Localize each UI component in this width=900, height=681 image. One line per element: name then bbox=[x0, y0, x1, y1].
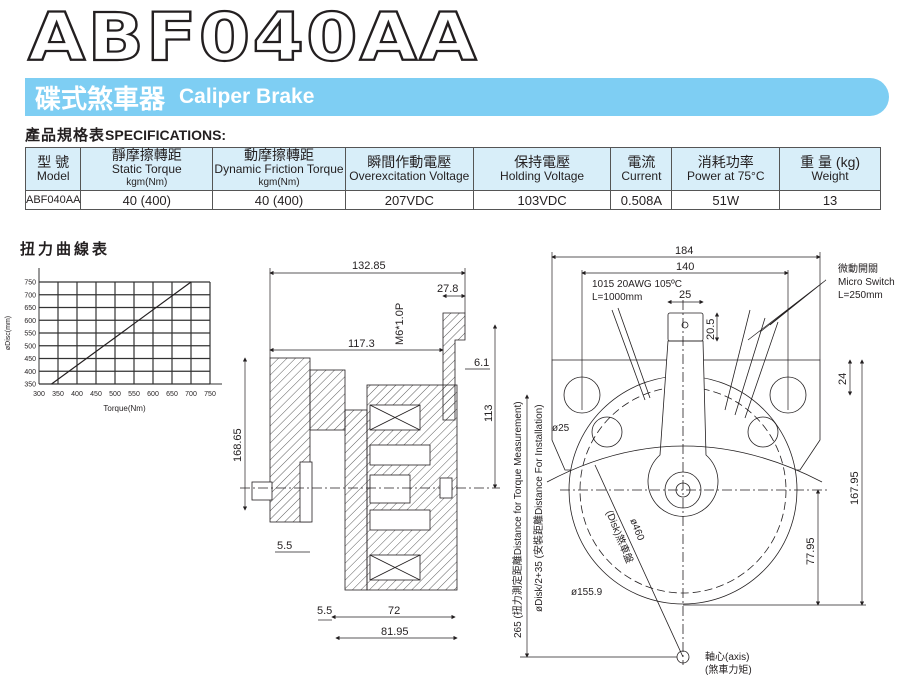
dim-184: 184 bbox=[675, 245, 693, 257]
dim-140: 140 bbox=[676, 261, 694, 273]
torque-chart: 300 350 400 450 500 550 600 650 700 750 350 400 450 5… bbox=[5, 268, 222, 413]
cell-static-torque: 40 (400) bbox=[80, 190, 214, 210]
dim-6-1: 6.1 bbox=[474, 357, 489, 369]
chart-title: 扭力曲線表 bbox=[20, 241, 111, 258]
cell-overexcitation-voltage: 207VDC bbox=[344, 190, 474, 210]
switch-label-zh: 微動開關 bbox=[838, 262, 878, 275]
dim-77-95: 77.95 bbox=[805, 537, 817, 565]
x-tick-label: 400 bbox=[71, 391, 83, 398]
x-tick-label: 500 bbox=[109, 391, 121, 398]
dim-5-5-bottom: 5.5 bbox=[317, 605, 332, 617]
x-tick-label: 300 bbox=[33, 391, 45, 398]
front-view-drawing bbox=[546, 300, 830, 665]
specifications-heading: 產品規格表SPECIFICATIONS: bbox=[25, 124, 226, 145]
dim-113: 113 bbox=[483, 404, 495, 422]
y-tick-label: 550 bbox=[24, 331, 36, 338]
side-view-labels: 132.85 27.8 M6*1.0P 117.3 6.1 113 168.65… bbox=[232, 260, 495, 638]
spec-heading-zh: 產品規格表 bbox=[25, 127, 106, 144]
y-tick-label: 600 bbox=[24, 318, 36, 325]
cell-holding-voltage: 103VDC bbox=[472, 190, 612, 210]
y-axis-label: øDisc(mm) bbox=[5, 316, 12, 350]
x-axis-label: Torque(Nm) bbox=[103, 404, 146, 413]
dim-132-85: 132.85 bbox=[352, 260, 386, 272]
side-view-drawing bbox=[240, 312, 500, 591]
disk-label: (Disk)煞車盤 bbox=[603, 508, 636, 565]
cell-power: 51W bbox=[671, 190, 781, 210]
col-weight: 重 量 (kg)Weight bbox=[779, 147, 881, 191]
dim-27-8: 27.8 bbox=[437, 283, 458, 295]
front-view-dimensions bbox=[520, 252, 866, 658]
torque-distance-label: 265 (扭力測定距離Distance for Torque Measureme… bbox=[511, 401, 524, 638]
y-tick-label: 450 bbox=[24, 356, 36, 363]
x-tick-label: 700 bbox=[185, 391, 197, 398]
category-banner: 碟式煞車器 Caliper Brake bbox=[25, 78, 889, 116]
dim-168-65: 168.65 bbox=[232, 428, 244, 462]
x-tick-label: 750 bbox=[204, 391, 216, 398]
front-view-labels: 184 140 25 20.5 24 167.95 77.95 ø25 ø155… bbox=[511, 245, 895, 676]
axis-label: 軸心(axis) bbox=[705, 650, 749, 663]
category-en: Caliper Brake bbox=[179, 85, 315, 108]
y-tick-label: 750 bbox=[24, 280, 36, 287]
spec-heading-en: SPECIFICATIONS: bbox=[105, 127, 227, 143]
y-tick-label: 350 bbox=[24, 382, 36, 389]
side-view-dimensions bbox=[242, 268, 498, 641]
dim-25: 25 bbox=[679, 289, 691, 301]
dim-72: 72 bbox=[388, 605, 400, 617]
x-tick-label: 550 bbox=[128, 391, 140, 398]
switch-label-en: Micro Switch bbox=[838, 277, 895, 288]
dim-dia-25: ø25 bbox=[552, 423, 570, 434]
table-row: ABF040AA 40 (400) 40 (400) 207VDC 103VDC… bbox=[24, 190, 881, 210]
x-tick-label: 600 bbox=[147, 391, 159, 398]
axis-sub-label: (煞車力矩) bbox=[705, 663, 752, 676]
x-tick-label: 450 bbox=[90, 391, 102, 398]
cell-model: ABF040AA bbox=[24, 190, 82, 210]
y-tick-label: 650 bbox=[24, 305, 36, 312]
dim-dia-155-9: ø155.9 bbox=[571, 587, 603, 598]
series-line bbox=[51, 281, 192, 385]
x-tick-label: 650 bbox=[166, 391, 178, 398]
y-tick-label: 700 bbox=[24, 292, 36, 299]
y-tick-label: 500 bbox=[24, 343, 36, 350]
switch-length: L=250mm bbox=[838, 290, 883, 301]
cell-dynamic-torque: 40 (400) bbox=[212, 190, 346, 210]
wire-label: 1015 20AWG 105ºC bbox=[592, 279, 682, 290]
cell-current: 0.508A bbox=[610, 190, 673, 210]
dim-m6: M6*1.0P bbox=[394, 303, 406, 345]
model-title: ABF040AA bbox=[27, 0, 479, 76]
y-tick-label: 400 bbox=[24, 369, 36, 376]
x-tick-label: 350 bbox=[52, 391, 64, 398]
dim-81-95: 81.95 bbox=[381, 626, 409, 638]
dim-5-5-top: 5.5 bbox=[277, 540, 292, 552]
dim-20-5: 20.5 bbox=[705, 319, 717, 340]
install-distance-label: øDisk/2+35 (安裝距離Distance For Installatio… bbox=[532, 404, 545, 612]
dim-167-95: 167.95 bbox=[849, 471, 861, 505]
dim-24: 24 bbox=[837, 373, 849, 385]
category-zh: 碟式煞車器 bbox=[35, 84, 166, 115]
dim-117-3: 117.3 bbox=[348, 338, 375, 350]
cell-weight: 13 bbox=[779, 190, 881, 210]
dim-dia-460: ø460 bbox=[627, 517, 646, 543]
wire-length: L=1000mm bbox=[592, 292, 642, 303]
